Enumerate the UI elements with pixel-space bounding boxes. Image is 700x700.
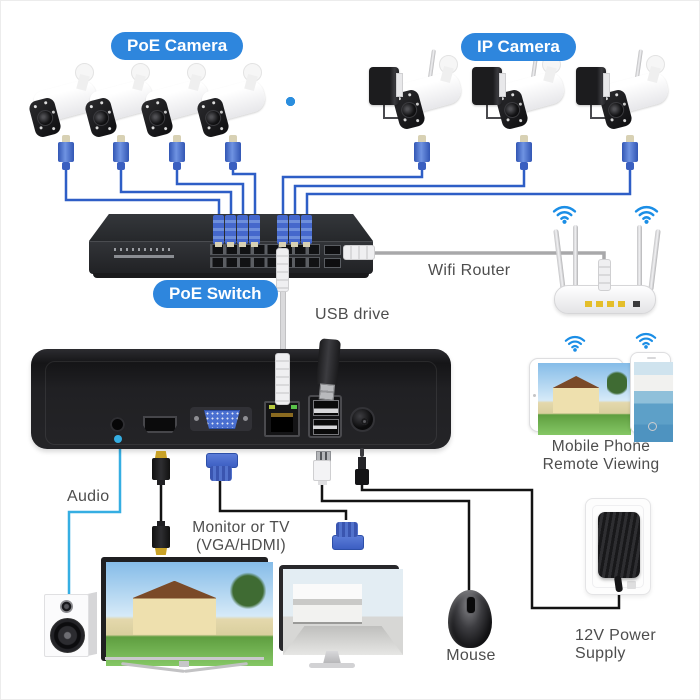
power-supply-label: 12V Power Supply <box>575 627 656 663</box>
wifi-icon <box>552 205 577 224</box>
mouse-label: Mouse <box>446 647 496 664</box>
monitor-stand-base <box>309 663 355 668</box>
mobile-label-line2: Remote Viewing <box>542 456 660 473</box>
tv-screen-image <box>106 562 273 666</box>
hdmi-connector <box>150 451 172 485</box>
audio-port <box>110 417 125 432</box>
switch-port-row <box>210 244 320 255</box>
poe-switch-base <box>93 273 369 278</box>
switch-sfp-ports <box>324 245 341 255</box>
power-port <box>350 407 375 432</box>
mobile-label-line1: Mobile Phone <box>551 438 651 455</box>
power-label-line2: Supply <box>575 645 626 662</box>
vga-connector <box>204 453 238 483</box>
ethernet-connector-white <box>276 248 289 292</box>
poe-switch-label: PoE Switch <box>153 280 278 308</box>
ethernet-connector-white <box>598 259 611 291</box>
tv-monitor <box>101 557 273 666</box>
router-lan-ports <box>585 301 628 307</box>
ethernet-cables-blue <box>64 165 632 221</box>
audio-port-marker <box>114 435 122 443</box>
ethernet-plug <box>213 215 224 247</box>
poe-camera <box>195 61 273 147</box>
router-antenna <box>573 225 578 287</box>
usb-connector <box>312 451 332 485</box>
dc-power-connector <box>353 448 371 485</box>
ip-camera-label: IP Camera <box>461 33 576 61</box>
ethernet-connector <box>113 135 129 170</box>
poe-camera-label: PoE Camera <box>111 32 244 60</box>
usb-drive <box>316 338 341 386</box>
audio-cable-cyan <box>67 441 122 594</box>
ethernet-plug <box>301 215 312 247</box>
tablet <box>529 358 631 435</box>
router-antenna <box>637 225 642 287</box>
power-label-line1: 12V Power <box>575 627 656 644</box>
ethernet-plug <box>249 215 260 247</box>
mobile-viewing-label: Mobile Phone Remote Viewing <box>533 438 669 474</box>
nvr-back-panel <box>45 361 437 445</box>
vga-connector <box>330 520 364 550</box>
ethernet-port <box>264 401 300 437</box>
monitor-screen-image <box>283 569 403 655</box>
power-adapter <box>472 67 506 105</box>
monitor-label: Monitor or TV (VGA/HDMI) <box>179 519 303 555</box>
switch-led-indicators <box>114 248 174 251</box>
power-supply-adapter <box>598 512 640 578</box>
usb-drive-label: USB drive <box>315 306 390 323</box>
ethernet-connector <box>622 135 638 170</box>
ethernet-connector <box>414 135 430 170</box>
vga-port <box>190 407 252 431</box>
phone-screen-image <box>634 362 673 442</box>
router-cable-gray <box>375 251 606 262</box>
router-wan-port <box>633 301 640 307</box>
monitor-label-line1: Monitor or TV <box>192 519 290 536</box>
ethernet-connector <box>58 135 74 170</box>
hdmi-port <box>143 416 177 433</box>
tablet-screen-image <box>538 363 631 435</box>
nvr-recorder <box>31 349 451 449</box>
monitor-label-line2: (VGA/HDMI) <box>196 537 286 554</box>
mouse <box>448 590 492 648</box>
black-cables <box>159 481 621 610</box>
power-adapter <box>576 67 610 105</box>
wifi-icon <box>634 205 659 224</box>
ethernet-connector <box>516 135 532 170</box>
monitor-stand <box>323 651 341 664</box>
pc-monitor <box>279 565 403 655</box>
outlet-slot <box>627 581 636 589</box>
ip-camera <box>494 49 572 139</box>
power-adapter <box>369 67 403 105</box>
audio-label: Audio <box>67 488 110 505</box>
ethernet-plug <box>225 215 236 247</box>
uplink-connector <box>343 245 375 260</box>
switch-port-row <box>210 257 320 268</box>
ethernet-plug <box>237 215 248 247</box>
ip-camera <box>391 49 469 139</box>
ethernet-plug <box>277 215 288 247</box>
wifi-router-label: Wifi Router <box>428 262 511 279</box>
nvr-ethernet-cable <box>280 289 286 357</box>
ethernet-connector <box>169 135 185 170</box>
ethernet-connector <box>225 135 241 170</box>
ethernet-connector-white <box>275 353 290 405</box>
wifi-icon <box>564 335 586 352</box>
ethernet-plug <box>289 215 300 247</box>
ip-camera <box>598 49 676 139</box>
wifi-icon <box>635 332 657 349</box>
usb-ports <box>308 395 342 438</box>
tv-stand <box>179 661 189 667</box>
mobile-phone <box>630 352 673 442</box>
speaker <box>44 594 89 657</box>
hdmi-connector <box>150 521 172 555</box>
